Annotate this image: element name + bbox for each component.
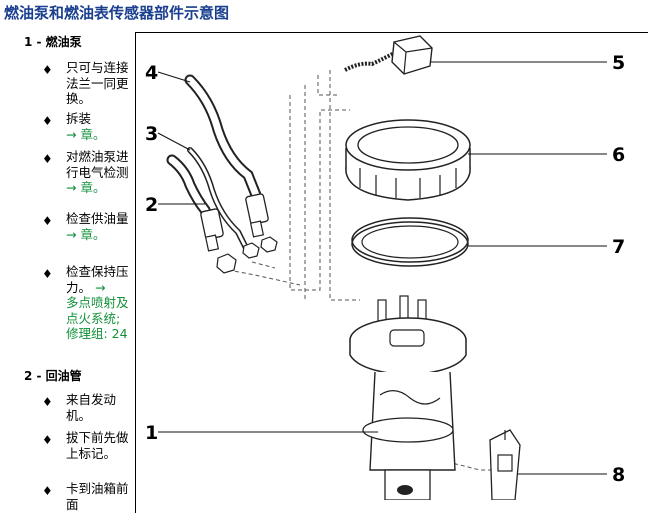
bullet-icon: ♦ <box>42 152 53 166</box>
list-item-text: 检查保持压力。 <box>66 264 129 295</box>
list-item-text: 拔下前先做上标记。 <box>66 430 129 461</box>
fuel-level-sender-icon <box>489 429 521 500</box>
list-item-text: 检查供油量 <box>66 211 129 226</box>
list-item-text: 来自发动机。 <box>66 392 117 423</box>
list-item-text: 拆装 <box>66 111 92 126</box>
bullet-icon: ♦ <box>42 433 53 447</box>
callout-2: 2 <box>145 194 158 216</box>
section-header-return-line: 2 - 回油管 <box>24 369 82 383</box>
lock-ring-nut-icon <box>345 119 471 201</box>
hose-clip-icons <box>216 236 278 274</box>
bullet-icon: ♦ <box>42 395 53 409</box>
callout-7: 7 <box>612 236 625 258</box>
list-item: 拆装 → 章。 <box>66 111 132 142</box>
callout-numbers: 4 3 2 1 5 6 7 8 <box>145 52 625 486</box>
seal-ring-icon <box>351 217 469 267</box>
list-item: 检查保持压力。 → 多点喷射及点火系统; 修理组: 24 <box>66 264 132 342</box>
list-item: 检查供油量 → 章。 <box>66 211 132 242</box>
chapter-link[interactable]: 多点喷射及点火系统; 修理组: 24 <box>66 295 129 341</box>
electrical-connector-icon <box>344 35 433 75</box>
bullet-icon: ♦ <box>42 114 53 128</box>
assembly-guide-lines <box>227 70 495 500</box>
chapter-link[interactable]: → 章。 <box>66 180 106 195</box>
callout-3: 3 <box>145 123 158 145</box>
hose-return-line-icon <box>166 154 224 252</box>
link-arrow[interactable]: → <box>95 279 106 295</box>
chapter-link[interactable]: → 章。 <box>66 226 106 242</box>
bullet-icon: ♦ <box>42 267 53 281</box>
chapter-link[interactable]: → 章。 <box>66 126 106 142</box>
callout-leader-lines <box>157 61 607 475</box>
callout-5: 5 <box>612 52 625 74</box>
page-title: 燃油泵和燃油表传感器部件示意图 <box>4 4 230 22</box>
section-header-fuel-pump: 1 - 燃油泵 <box>24 35 82 49</box>
bullet-icon: ♦ <box>42 214 53 228</box>
list-item-text: 只可与连接法兰一同更换。 <box>66 60 129 106</box>
list-item-text: 对燃油泵进行电气检测 <box>66 149 129 180</box>
callout-4: 4 <box>145 62 158 84</box>
callout-8: 8 <box>612 464 625 486</box>
hose-vent-line-icon <box>187 147 249 251</box>
callout-1: 1 <box>145 422 158 444</box>
bullet-icon: ♦ <box>42 484 53 498</box>
list-item: 对燃油泵进行电气检测 → 章。 <box>66 149 132 196</box>
diagram-drawing: 4 3 2 1 5 6 7 8 <box>145 35 625 500</box>
bullet-icon: ♦ <box>42 63 53 77</box>
exploded-diagram <box>135 32 648 513</box>
callout-6: 6 <box>612 144 625 166</box>
fuel-pump-unit-icon <box>349 295 467 500</box>
hose-feed-line-icon <box>184 74 269 238</box>
